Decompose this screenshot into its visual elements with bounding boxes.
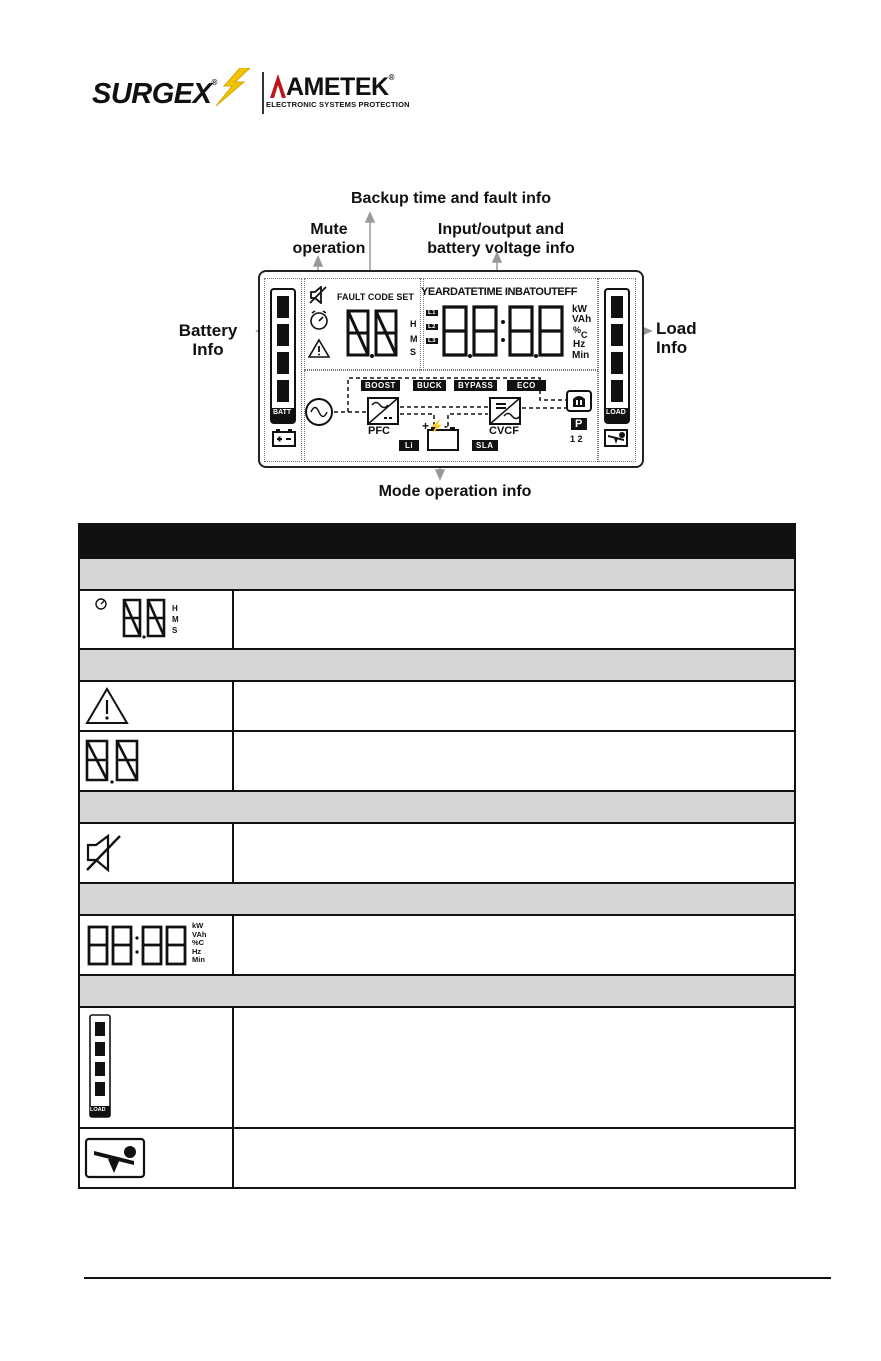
fault-code-digits-icon (85, 739, 139, 784)
li-tag: Li (399, 440, 420, 451)
mode-flow-diagram (305, 377, 566, 451)
table-row (80, 1129, 794, 1187)
battery-level-bars (270, 288, 296, 424)
fault-code-cell (80, 732, 234, 790)
warning-triangle-icon (85, 687, 129, 724)
lcd-panel: BATT FAULT CODE SET H M S YEARDATETIME I… (258, 270, 644, 468)
battery-center-icon: +⚡- (422, 419, 448, 433)
eco-tag: ECO (507, 380, 546, 391)
table-section (80, 650, 794, 682)
timer-digits-icon (95, 598, 166, 639)
lightning-bolt-icon (215, 68, 251, 107)
p-numbers: 1 2 (570, 434, 583, 444)
logo-divider (262, 72, 264, 114)
warning-icon (308, 338, 330, 358)
table-section (80, 976, 794, 1008)
unit-min: Min (572, 350, 590, 361)
row-description (234, 916, 794, 974)
unit-vah: VAh (572, 314, 592, 325)
output-socket-icon (566, 390, 592, 412)
cvcf-label: CVCF (489, 425, 519, 437)
mute-speaker-icon (86, 833, 121, 873)
warning-cell (80, 682, 234, 730)
load-bars-label: LOAD (90, 1107, 106, 1113)
boost-tag: BOOST (361, 380, 400, 391)
io-digits (442, 305, 564, 358)
four-digit-display-icon (87, 925, 187, 966)
unit-kw: kW (572, 304, 587, 315)
unit-percent: % (573, 325, 582, 335)
p-indicator: P (571, 418, 587, 430)
table-row: LOAD (80, 1008, 794, 1129)
ametek-tagline: ELECTRONIC SYSTEMS PROTECTION (266, 100, 410, 109)
overload-seesaw-icon (84, 1137, 146, 1179)
table-row (80, 732, 794, 792)
table-section (80, 792, 794, 824)
table-row: kW VAh %C Hz Min (80, 916, 794, 976)
surgex-logo: SURGEX® (92, 78, 217, 110)
table-section (80, 559, 794, 591)
load-section (598, 278, 636, 462)
hms-h: H (410, 319, 417, 329)
load-level-bars-icon (89, 1014, 111, 1118)
table-header (80, 525, 794, 559)
ametek-mark-icon (270, 74, 286, 98)
l3-indicator: L3 (426, 338, 439, 344)
footer-rule (84, 1277, 831, 1279)
callout-mode: Mode operation info (378, 483, 532, 500)
row-description (234, 591, 794, 648)
hms-m: M (410, 334, 418, 344)
overload-cell (80, 1129, 234, 1187)
mode-section (304, 370, 598, 462)
batt-label: BATT (273, 409, 292, 416)
io-top-labels: YEARDATETIME INBATOUTEFF (421, 286, 578, 298)
l1-indicator: L1 (426, 310, 439, 316)
row-description (234, 732, 794, 790)
callout-backup: Backup time and fault info (350, 190, 551, 207)
bypass-tag: BYPASS (454, 380, 498, 391)
ametek-logo: AMETEK® (286, 73, 395, 101)
buck-tag: BUCK (413, 380, 447, 391)
mute-cell (80, 824, 234, 882)
load-level-bars (604, 288, 630, 424)
io-section (420, 278, 598, 370)
row-description (234, 824, 794, 882)
four-digit-cell: kW VAh %C Hz Min (80, 916, 234, 974)
load-bars-cell: LOAD (80, 1008, 234, 1127)
battery-section (264, 278, 302, 462)
battery-icon (272, 429, 296, 447)
mute-icon (309, 286, 327, 304)
row-description (234, 1008, 794, 1127)
table-row (80, 824, 794, 884)
row-description (234, 682, 794, 730)
load-label: LOAD (606, 409, 626, 416)
fault-section (304, 278, 424, 370)
timer-icon (310, 310, 328, 330)
fault-code-set-label: FAULT CODE SET (337, 292, 414, 302)
unit-hz: Hz (573, 339, 586, 350)
l2-indicator: L2 (426, 324, 439, 330)
fault-digits (346, 309, 398, 358)
sla-tag: SLA (472, 440, 498, 451)
table-row (80, 682, 794, 732)
overload-icon (604, 429, 628, 447)
row-description (234, 1129, 794, 1187)
pfc-label: PFC (368, 425, 390, 437)
hms-s: S (410, 347, 417, 357)
table-section (80, 884, 794, 916)
four-digit-units: kW VAh %C Hz Min (192, 921, 207, 964)
unit-celsius: C (581, 330, 588, 340)
